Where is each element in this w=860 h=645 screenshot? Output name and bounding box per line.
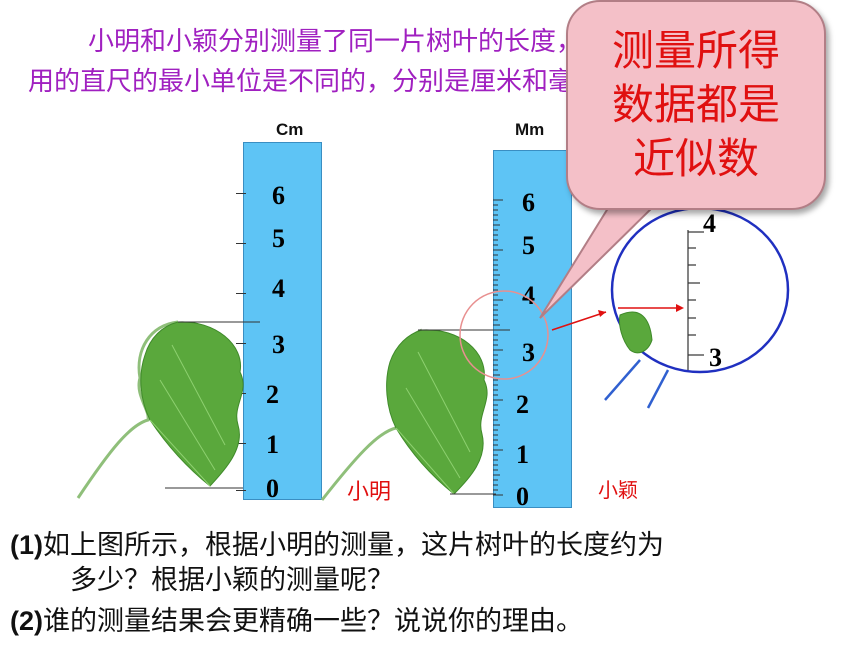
zoom-number-lower: 3 bbox=[709, 343, 722, 372]
question-2-number: (2) bbox=[10, 606, 43, 636]
leaf-right bbox=[320, 328, 510, 501]
zoom-leaf-tip bbox=[619, 311, 653, 354]
callout-bubble: 测量所得数据都是近似数 bbox=[566, 0, 826, 210]
mm-number-6: 6 bbox=[522, 188, 535, 217]
mm-number-0: 0 bbox=[516, 482, 529, 511]
cm-number-0: 0 bbox=[266, 474, 279, 503]
cm-number-3: 3 bbox=[272, 330, 285, 359]
cm-number-6: 6 bbox=[272, 181, 285, 210]
intro-line-2: 用的直尺的最小单位是不同的，分别是厘米和毫米 bbox=[28, 67, 588, 97]
question-1: (1)如上图所示，根据小明的测量，这片树叶的长度约为 bbox=[10, 527, 664, 564]
magnify-circle bbox=[459, 290, 549, 380]
callout-text: 测量所得数据都是近似数 bbox=[611, 26, 780, 183]
leaf-left bbox=[76, 320, 260, 499]
mm-number-4: 4 bbox=[522, 281, 535, 310]
cm-tick bbox=[236, 243, 246, 244]
question-1-number: (1) bbox=[10, 530, 43, 560]
intro-line-1: 小明和小颖分别测量了同一片树叶的长度，他们所 bbox=[88, 27, 588, 57]
cm-tick bbox=[236, 293, 246, 294]
bubble-tail bbox=[539, 204, 658, 319]
intro-text: 小明和小颖分别测量了同一片树叶的长度，他们所 用的直尺的最小单位是不同的，分别是… bbox=[28, 22, 588, 102]
question-2: (2)谁的测量结果会更精确一些？说说你的理由。 bbox=[10, 603, 583, 640]
cm-tick bbox=[236, 193, 246, 194]
cm-number-1: 1 bbox=[266, 430, 279, 459]
mm-number-3: 3 bbox=[522, 338, 535, 367]
zoom-ruler-ticks bbox=[687, 230, 704, 370]
cm-number-4: 4 bbox=[272, 274, 285, 303]
cm-tick bbox=[236, 343, 246, 344]
question-1-line-2: 多少？根据小颖的测量呢？ bbox=[70, 565, 394, 596]
question-2-line-1: 谁的测量结果会更精确一些？说说你的理由。 bbox=[43, 606, 583, 637]
question-1-cont: 多少？根据小颖的测量呢？ bbox=[70, 563, 394, 599]
mm-number-1: 1 bbox=[516, 440, 529, 469]
cm-tick bbox=[236, 490, 246, 491]
cm-tick bbox=[236, 443, 246, 444]
question-1-line-1: 如上图所示，根据小明的测量，这片树叶的长度约为 bbox=[43, 530, 664, 561]
cm-number-5: 5 bbox=[272, 224, 285, 253]
zoom-arrow bbox=[551, 311, 607, 331]
cm-number-2: 2 bbox=[266, 380, 279, 409]
mm-ruler-ticks bbox=[493, 199, 503, 496]
label-xiaoying: 小颖 bbox=[598, 478, 638, 502]
mm-number-5: 5 bbox=[522, 231, 535, 260]
cm-ruler bbox=[243, 142, 322, 500]
mm-ruler bbox=[493, 150, 572, 508]
cm-unit-label: Cm bbox=[276, 120, 304, 139]
mm-unit-label: Mm bbox=[515, 120, 545, 139]
label-xiaoming: 小明 bbox=[347, 480, 392, 505]
zoom-number-upper: 4 bbox=[703, 209, 716, 238]
mm-number-2: 2 bbox=[516, 390, 529, 419]
